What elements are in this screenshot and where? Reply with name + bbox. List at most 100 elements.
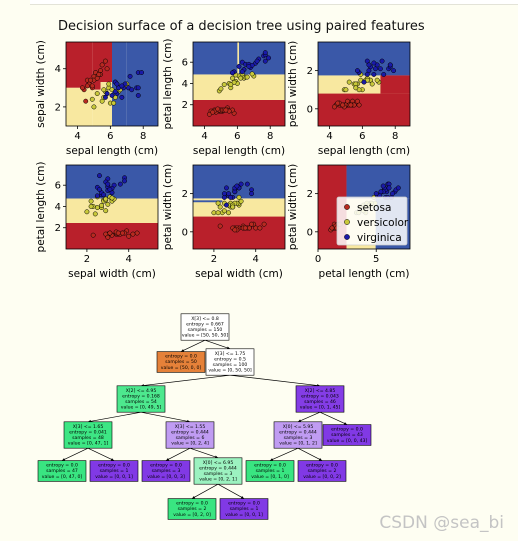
- tree-node-text: value = [0, 0, 1]: [225, 512, 263, 518]
- point-setosa: [96, 72, 102, 77]
- tree-edge-arrow: [343, 422, 347, 425]
- point-virginica: [97, 173, 102, 179]
- point-setosa: [217, 223, 223, 229]
- tree-edge: [140, 411, 191, 423]
- tree-node-text: samples = 150: [188, 327, 223, 333]
- point-versicolor: [103, 196, 109, 202]
- tree-node-box: [273, 421, 323, 449]
- tree-node-text: entropy = 0.667: [186, 321, 224, 327]
- region-virginica: [193, 165, 285, 199]
- region-setosa: [193, 99, 285, 126]
- point-virginica: [371, 72, 377, 77]
- x-axis-label: sepal width (cm): [68, 268, 156, 280]
- tree-node-text: entropy = 0.444: [279, 429, 317, 435]
- tree-node-text: samples = 2: [308, 468, 337, 474]
- point-setosa: [84, 83, 90, 89]
- point-virginica: [107, 187, 113, 192]
- x-tick-label: 4: [326, 131, 332, 142]
- point-setosa: [329, 225, 335, 231]
- point-versicolor: [215, 210, 221, 216]
- tree-edge-arrow: [110, 458, 114, 461]
- x-tick-label: 6: [234, 131, 240, 142]
- point-versicolor: [221, 208, 227, 214]
- axes-frame: [192, 41, 286, 127]
- point-virginica: [119, 83, 125, 89]
- tree-edge: [269, 447, 299, 461]
- point-virginica: [221, 191, 227, 197]
- point-setosa: [130, 231, 136, 237]
- tree-node-text: X[3] <= 1.55: [175, 424, 206, 430]
- point-versicolor: [101, 87, 107, 93]
- region-virginica: [112, 42, 127, 126]
- point-setosa: [210, 109, 216, 115]
- point-virginica: [262, 58, 268, 64]
- point-virginica: [395, 185, 401, 191]
- tree-node-box: [297, 460, 347, 482]
- y-axis-label: petal width (cm): [162, 164, 174, 250]
- y-tick-label: 4: [55, 202, 61, 213]
- point-versicolor: [238, 75, 244, 81]
- point-virginica: [373, 191, 379, 197]
- point-virginica: [262, 50, 268, 56]
- y-tick-label: 2: [307, 189, 313, 200]
- point-setosa: [253, 225, 259, 231]
- y-tick-label: 0: [307, 104, 313, 115]
- region-versicolor: [92, 89, 101, 126]
- tree-edge-arrow: [181, 349, 185, 352]
- x-tick-label: 8: [392, 131, 398, 142]
- tree-edge: [189, 447, 219, 459]
- point-versicolor: [228, 82, 234, 87]
- region-setosa: [318, 93, 410, 126]
- point-setosa: [107, 230, 113, 236]
- point-versicolor: [105, 201, 111, 207]
- tree-node-text: samples = 1: [230, 506, 259, 512]
- x-tick-label: 5: [373, 254, 379, 265]
- point-virginica: [381, 72, 387, 77]
- point-setosa: [242, 225, 248, 231]
- tree-node-text: samples = 54: [125, 399, 157, 405]
- tree-node-text: entropy = 0.0: [306, 463, 338, 469]
- tree-edge: [319, 411, 348, 425]
- tree-node-text: value = [0, 1, 45]: [300, 405, 341, 411]
- y-tick-label: 2: [182, 100, 188, 111]
- legend-marker: [344, 219, 350, 225]
- top-toolbar-edge: [30, 0, 518, 5]
- tree-node-text: samples = 43: [331, 432, 363, 438]
- tree-node-text: entropy = 0.0: [228, 501, 260, 507]
- point-virginica: [371, 60, 377, 66]
- axes-frame: [65, 41, 159, 127]
- point-virginica: [238, 181, 244, 187]
- tree-node-text: samples = 6: [176, 435, 205, 441]
- point-versicolor: [230, 204, 236, 210]
- tree-node-box: [37, 460, 87, 482]
- decision-regions: [66, 42, 158, 126]
- point-versicolor: [221, 82, 227, 87]
- tree-node-text: value = [0, 50, 50]: [208, 368, 252, 374]
- region-setosa: [92, 42, 101, 90]
- tree-edge-arrow: [270, 458, 274, 461]
- point-virginica: [127, 73, 133, 79]
- legend-marker: [344, 204, 350, 210]
- tree-edge: [191, 483, 219, 499]
- y-tick-label: 2: [55, 223, 61, 234]
- y-tick-label: 6: [182, 58, 188, 69]
- y-tick-label: 2: [307, 66, 313, 77]
- tree-node-box: [63, 421, 113, 449]
- tree-edge-arrow: [240, 495, 244, 499]
- point-setosa: [247, 225, 252, 231]
- point-versicolor: [249, 71, 255, 77]
- point-setosa: [215, 106, 221, 112]
- x-tick-label: 4: [126, 254, 132, 265]
- point-setosa: [249, 221, 254, 227]
